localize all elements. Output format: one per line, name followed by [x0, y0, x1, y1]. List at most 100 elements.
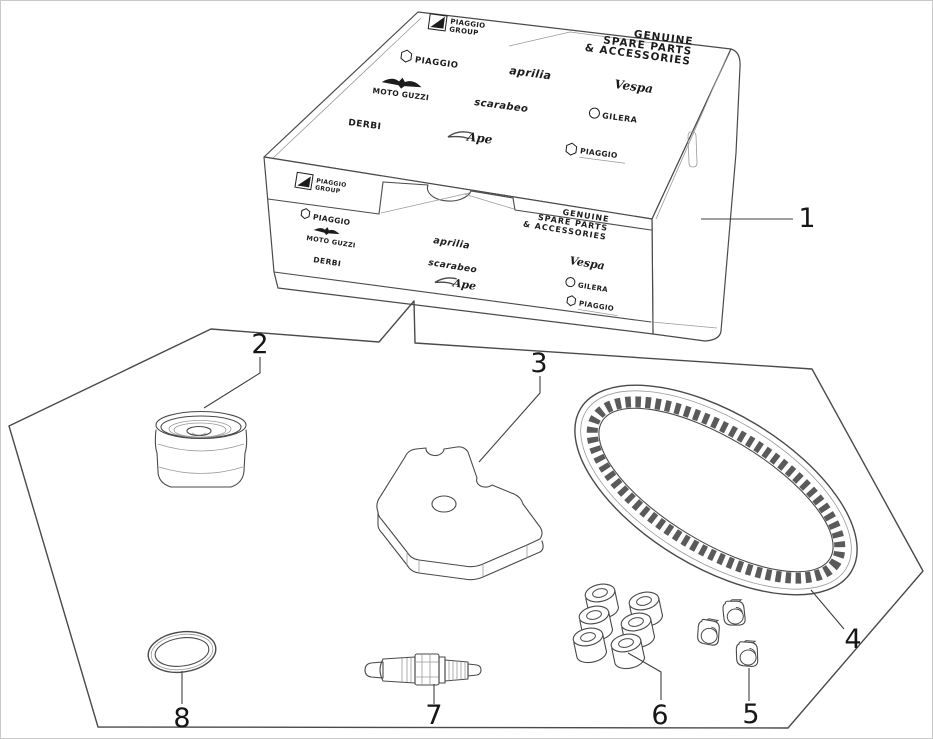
moto-guzzi-eagle-icon	[313, 227, 340, 236]
lid-notch-fold-a	[380, 192, 470, 214]
brand-aprilia-top: aprilia	[509, 64, 553, 82]
box-front-bottom-fold	[273, 271, 652, 323]
callout-2-oil-filter: 2	[251, 329, 268, 360]
belt-outer-inner-line	[580, 390, 852, 590]
callout-8-o-ring: 8	[173, 703, 190, 734]
box-right-tab-slot	[687, 131, 698, 168]
o-ring-mid	[150, 633, 214, 671]
brand-label: Ape	[451, 276, 477, 293]
gilera-emblem-icon	[565, 277, 576, 288]
lid-notch-top-right	[470, 190, 514, 199]
filter-crimp-lower	[158, 466, 244, 474]
piaggio-group-logo-front: PIAGGIO GROUP	[294, 171, 347, 195]
spring-clip	[735, 639, 759, 668]
filter-thread-arc	[191, 432, 207, 436]
piaggio-hexagon-icon	[566, 295, 577, 307]
callout-4-drive-belt: 4	[844, 624, 861, 655]
callouts	[181, 218, 845, 704]
box-top-left-inner-edge	[270, 17, 422, 161]
piaggio-group-word-1: PIAGGIO	[316, 177, 347, 189]
lid-notch-fold-b	[463, 193, 515, 210]
filter-gasket-inner	[173, 422, 227, 438]
ape-wing-icon	[434, 277, 457, 286]
plug-hex-facet-3	[415, 661, 439, 678]
box-top-print: PIAGGIO GROUP GENUINE SPARE PARTS & ACCE…	[348, 13, 694, 164]
filter-crimp-upper	[157, 443, 245, 452]
box-lid-seam-right	[569, 31, 654, 44]
box-lid-seam-left	[508, 31, 571, 47]
brand-label: Ape	[465, 129, 493, 146]
commercial-subline	[577, 309, 618, 317]
callout-labels: 1 2 3 4 5 6 7 8	[173, 203, 861, 734]
spare-parts-box: PIAGGIO GROUP GENUINE SPARE PARTS & ACCE…	[263, 11, 741, 342]
piaggio-group-emblem-flag	[297, 176, 311, 188]
spring-clip	[721, 598, 747, 628]
moto-guzzi-eagle-icon	[381, 77, 422, 89]
leader-3	[478, 376, 541, 463]
brand-vespa-front: Vespa	[569, 254, 606, 272]
part-spark-plug	[364, 653, 482, 686]
brand-derbi-front: DERBI	[313, 255, 342, 268]
brand-vespa-top: Vespa	[614, 77, 654, 96]
part-oil-filter	[154, 410, 248, 488]
gilera-emblem-icon	[588, 107, 600, 119]
brand-ape-top: Ape	[447, 129, 494, 147]
plug-thread-body	[444, 659, 469, 682]
lid-notch-step-right	[512, 197, 516, 211]
filter-gasket-outer	[168, 420, 232, 438]
piaggio-group-word-2: GROUP	[449, 25, 479, 37]
part-drive-belt	[574, 384, 858, 596]
piaggio-group-word-2: GROUP	[315, 184, 341, 195]
plug-insulator	[379, 656, 416, 684]
plug-hex-nut	[414, 653, 440, 686]
lid-notch-top	[382, 181, 429, 186]
piaggio-group-emblem-flag	[430, 16, 445, 29]
callout-1-box: 1	[798, 203, 815, 234]
filter-thread-hole	[186, 425, 212, 437]
ape-wing-icon	[447, 131, 472, 140]
lid-notch-step-left	[378, 181, 384, 215]
plug-terminal	[364, 661, 384, 679]
o-ring-outer	[147, 630, 217, 674]
leader-6	[627, 652, 662, 700]
plug-tip	[467, 663, 482, 677]
callout-3-air-filter: 3	[530, 348, 547, 379]
belt-teeth-ring	[586, 396, 846, 584]
callout-7-spark-plug: 7	[425, 700, 442, 731]
piaggio-hexagon-icon	[400, 49, 413, 63]
callout-6-roller-kit: 6	[651, 700, 668, 731]
o-ring-inner	[154, 637, 210, 667]
part-roller-kit	[571, 580, 665, 672]
spring-clip	[696, 617, 721, 647]
part-o-ring	[147, 630, 217, 674]
part-air-filter	[376, 446, 544, 581]
brand-ape-front: Ape	[434, 276, 477, 293]
plug-thread-ribs	[448, 660, 466, 681]
belt-inner-edge	[598, 407, 834, 573]
parts-tray-panel	[8, 300, 924, 729]
lid-edge-left	[267, 198, 380, 215]
box-front-face	[263, 156, 654, 335]
box-lid-edge	[267, 181, 652, 231]
box-right-rim-inner	[655, 53, 729, 220]
filter-body	[154, 429, 248, 488]
callout-5-clip-kit: 5	[742, 699, 759, 730]
filter-top-lip	[160, 415, 242, 439]
belt-outer-edge	[574, 384, 858, 596]
plug-flange	[438, 656, 446, 684]
lid-thumb-tab	[426, 184, 472, 202]
piaggio-group-logo-top: PIAGGIO GROUP	[427, 13, 486, 37]
air-filter-top-outline	[376, 446, 543, 568]
commercial-subline	[579, 156, 625, 164]
lid-edge-right	[514, 209, 652, 231]
piaggio-hexagon-icon	[300, 208, 311, 220]
part-clip-kit	[696, 598, 759, 668]
brand-derbi-top: DERBI	[348, 118, 382, 132]
air-filter-center-hole	[431, 495, 457, 513]
leader-2	[203, 357, 261, 409]
box-right-face	[651, 48, 741, 342]
piaggio-hexagon-icon	[565, 142, 578, 156]
leader-4	[810, 589, 845, 630]
